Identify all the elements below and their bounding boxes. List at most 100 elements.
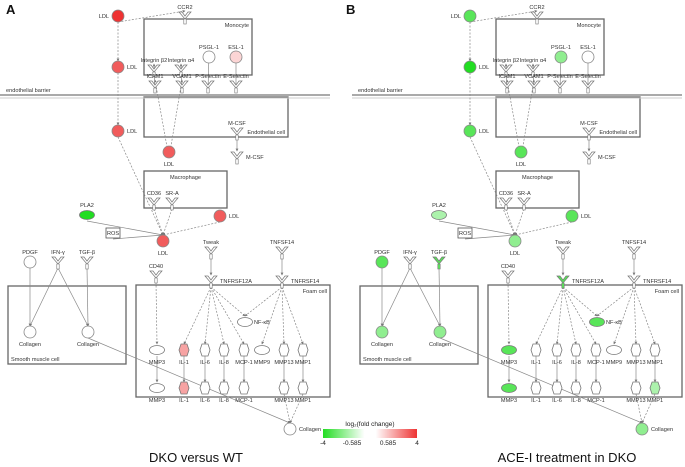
- edge: [507, 281, 511, 345]
- node-label: MMP3: [501, 398, 517, 404]
- edge: [438, 220, 516, 236]
- node-mmp1-out: MMP1: [295, 381, 311, 404]
- node-label: MMP13: [274, 360, 293, 366]
- edge: [613, 286, 635, 345]
- node-label: PDGF: [374, 250, 390, 256]
- node-label: PDGF: [22, 250, 38, 256]
- node-eselectin: E-Selectin: [575, 74, 601, 94]
- node-label: PSGL-1: [199, 45, 219, 51]
- edge: [86, 220, 164, 236]
- node-label: ESL-1: [580, 45, 596, 51]
- node-label: Collagen: [651, 427, 673, 433]
- edge: [244, 286, 283, 317]
- node-label: M-CSF: [580, 121, 598, 127]
- compartment-monocyte: Monocyte: [143, 18, 253, 76]
- node-cd40: CD40: [501, 264, 515, 284]
- node-esl1: ESL-1: [580, 45, 596, 64]
- node-label: PLA2: [80, 203, 94, 209]
- node-label: P-Selectin: [195, 74, 221, 80]
- node-psgl1: PSGL-1: [199, 45, 219, 64]
- edge: [505, 208, 516, 236]
- edge: [210, 286, 245, 345]
- node-label: MMP3: [501, 360, 517, 366]
- node-collagen-smc2: Collagen: [77, 325, 99, 348]
- node-mmp3-in: MMP3: [149, 345, 165, 366]
- node-tgfb: TGF-β: [431, 250, 447, 270]
- node-tnfrsf12a: TNFRSF12A: [556, 275, 604, 289]
- node-mcsf-1: M-CSF: [580, 121, 598, 141]
- node-label: LDL: [99, 14, 109, 20]
- node-cd40: CD40: [149, 264, 163, 284]
- node-label: MCP-1: [235, 360, 252, 366]
- node-label: LDL: [581, 214, 591, 220]
- edge: [155, 281, 159, 345]
- node-label: Tweak: [203, 240, 219, 246]
- node-integrin-b2: Integrin β2: [493, 58, 519, 78]
- node-label: VCAM1: [524, 74, 543, 80]
- node-icam1: ICAM1: [498, 74, 516, 94]
- node-sra: SR-A: [517, 191, 531, 211]
- edge: [555, 286, 564, 345]
- compartment-monocyte: Monocyte: [495, 18, 605, 76]
- endothelial-barrier: endothelial barrier: [352, 88, 682, 99]
- edge: [596, 286, 635, 317]
- edge: [87, 337, 291, 424]
- edge: [112, 233, 164, 240]
- node-ccr2: CCR2: [529, 5, 545, 25]
- node-eselectin: E-Selectin: [223, 74, 249, 94]
- edge: [281, 286, 304, 345]
- node-il1-out: IL-1: [530, 381, 542, 404]
- edge: [514, 221, 573, 236]
- compartment-label: Macrophage: [170, 175, 201, 181]
- node-label: CD40: [149, 264, 163, 270]
- node-label: Integrin β2: [141, 58, 168, 64]
- endothelial-barrier: endothelial barrier: [0, 88, 330, 99]
- node-pdgf: PDGF: [374, 250, 390, 269]
- node-label: LDL: [516, 162, 526, 168]
- node-label: MCP-1: [587, 360, 604, 366]
- node-label: MMP9: [254, 360, 270, 366]
- node-label: MCP-1: [587, 398, 604, 404]
- node-collagen-out: Collagen: [283, 422, 321, 436]
- node-il1-in: IL-1: [178, 343, 190, 366]
- node-il8-in: IL-8: [570, 343, 582, 366]
- edge: [154, 79, 170, 159]
- node-icam1: ICAM1: [146, 74, 164, 94]
- node-ldl-endo: LDL: [514, 145, 528, 168]
- node-collagen-smc2: Collagen: [429, 325, 451, 348]
- compartment-endothelial-cell: Endothelial cell: [495, 96, 641, 138]
- edge: [535, 286, 564, 345]
- node-label: TGF-β: [431, 250, 447, 256]
- node-label: TNFRSF12A: [572, 279, 604, 285]
- node-mmp1-in: MMP1: [295, 343, 311, 366]
- edge: [506, 79, 522, 159]
- node-il8-out: IL-8: [218, 381, 230, 404]
- node-ldl-right: LDL: [565, 209, 591, 223]
- node-label: CCR2: [177, 5, 192, 11]
- compartment-label: Macrophage: [522, 175, 553, 181]
- node-ros: ROS: [105, 227, 121, 239]
- legend-gradient-bar: [323, 429, 417, 438]
- compartment-smooth-muscle-cell: Smooth muscle cell: [7, 285, 127, 365]
- edge: [562, 286, 577, 345]
- node-label: MCP-1: [235, 398, 252, 404]
- node-label: IL-6: [552, 398, 562, 404]
- edge: [183, 286, 212, 345]
- panel-caption: DKO versus WT: [149, 450, 243, 465]
- node-label: E-Selectin: [223, 74, 249, 80]
- edge: [57, 267, 89, 327]
- node-label: Collagen: [77, 342, 99, 348]
- edge: [438, 267, 442, 327]
- node-label: P-Selectin: [547, 74, 573, 80]
- node-collagen-out: Collagen: [635, 422, 673, 436]
- node-label: ICAM1: [146, 74, 163, 80]
- node-mmp9-in: MMP9: [606, 345, 622, 366]
- compartment-foam-cell: Foam cell: [135, 284, 331, 398]
- edge: [562, 286, 598, 317]
- node-label: IL-8: [219, 360, 229, 366]
- node-label: NF-κB: [254, 320, 270, 326]
- compartment-label: Smooth muscle cell: [363, 357, 412, 363]
- node-ldl-2: LDL: [111, 60, 137, 74]
- node-label: M-CSF: [598, 155, 616, 161]
